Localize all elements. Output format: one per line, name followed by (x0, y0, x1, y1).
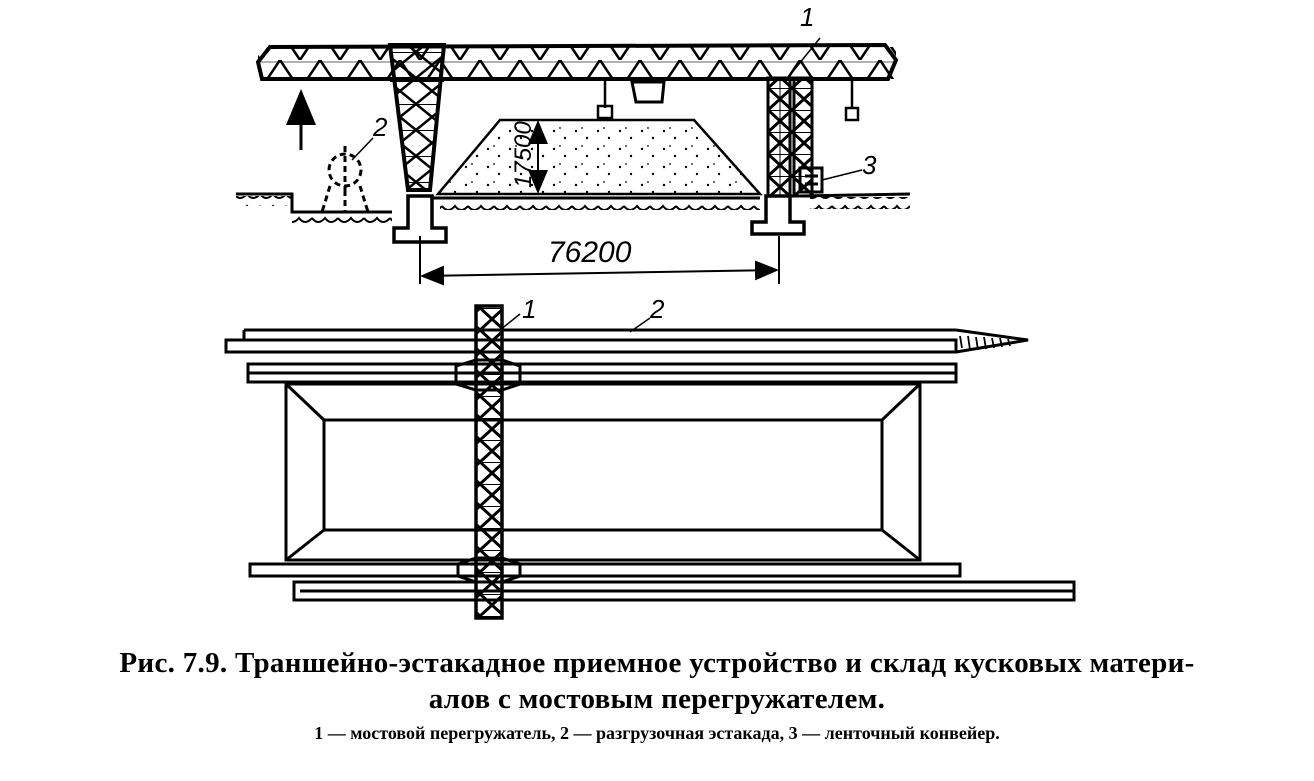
rail-wagon (320, 146, 370, 213)
trolley-grab (596, 79, 860, 122)
rail-end-fringe (959, 335, 1011, 351)
label-3: 3 (862, 150, 877, 180)
side-elevation: 17500 76200 (236, 2, 911, 286)
bridge-truss (255, 42, 899, 81)
label-1: 1 (800, 2, 814, 32)
caption-line-1: Рис. 7.9. Траншейно-эстакадное приемное … (119, 647, 1195, 679)
ground-line (236, 192, 911, 224)
leader-1 (789, 37, 821, 76)
receiving-trench (284, 382, 922, 562)
bridge-plan (454, 304, 522, 620)
leader-3 (821, 169, 863, 181)
conveyor (798, 166, 824, 194)
figure-caption: Рис. 7.9. Траншейно-эстакадное приемное … (0, 645, 1314, 745)
height-dimension-label: 17500 (510, 121, 537, 188)
plan-view: 1 2 (224, 294, 1076, 620)
plan-label-2: 2 (649, 294, 665, 324)
plan-leader-1 (499, 313, 521, 331)
left-foundation (392, 194, 448, 244)
stockpile (435, 118, 763, 196)
bottom-rails (248, 562, 1076, 602)
left-tower (387, 43, 447, 192)
leader-2 (351, 137, 374, 161)
span-dimension-label: 76200 (548, 236, 632, 269)
caption-line-2: алов с мостовым перегружателем. (428, 683, 886, 715)
span-dimension (419, 236, 780, 286)
unloading-trestle (224, 328, 1029, 384)
right-tower (766, 76, 814, 198)
label-2: 2 (372, 112, 388, 142)
technical-drawing: 17500 76200 (224, 2, 1076, 620)
caption-legend: 1 — мостовой перегружатель, 2 — разгрузо… (314, 723, 1000, 743)
plan-label-1: 1 (522, 294, 536, 324)
right-foundation (750, 194, 806, 236)
plan-leader-2 (629, 317, 651, 333)
